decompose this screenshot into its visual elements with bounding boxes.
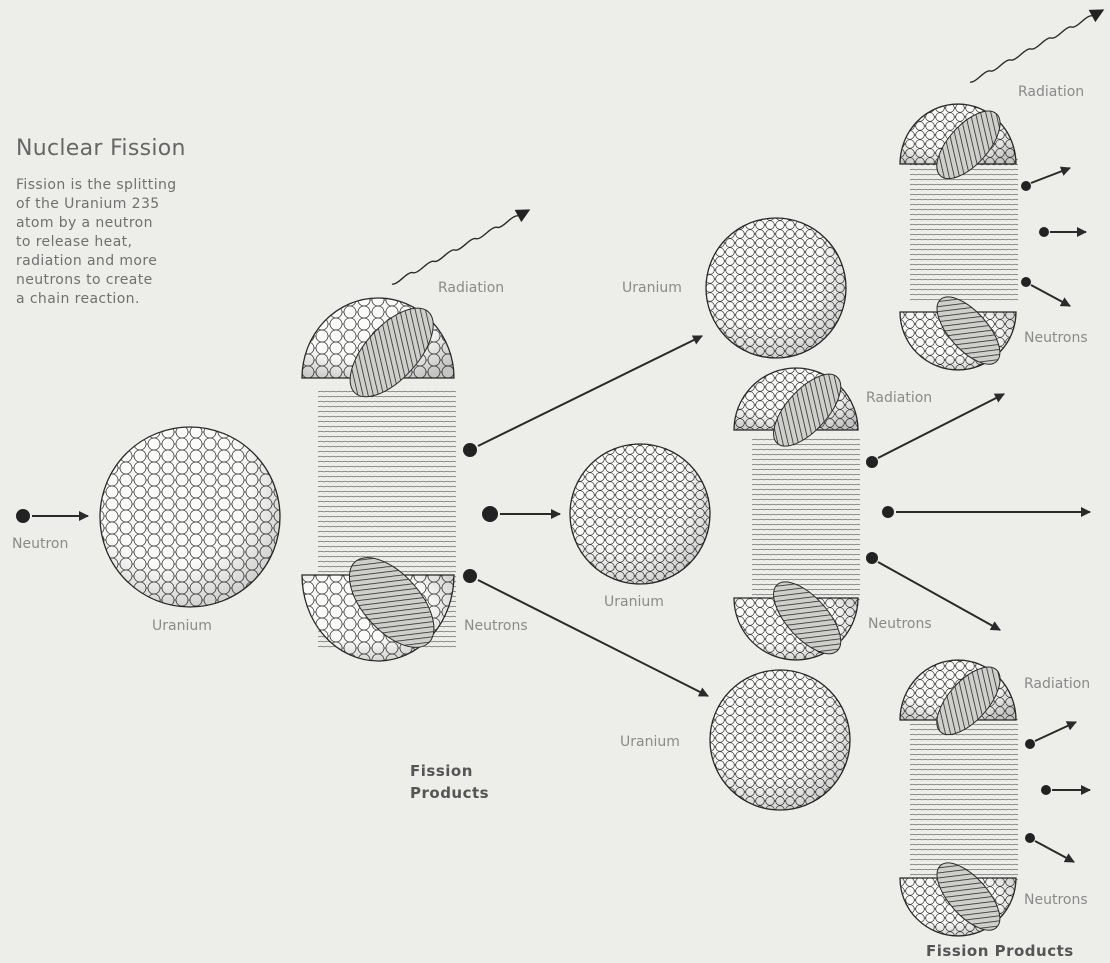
neutron-icon-3b (1039, 227, 1049, 237)
fission-half-top-2 (734, 363, 858, 457)
radiation-icon-1 (392, 203, 534, 284)
fission-half-bottom-4 (900, 853, 1016, 941)
neutron-icon-3a (1021, 181, 1031, 191)
arrow-neutron-3c (1031, 285, 1070, 306)
neutron-icon-2b (882, 506, 894, 518)
label-uranium-middle: Uranium (604, 594, 664, 610)
arrow-neutron-4a (1035, 722, 1076, 741)
label-radiation-4: Radiation (1024, 676, 1090, 692)
label-fission-products-bottom: Fission Products (926, 940, 1074, 962)
fission-half-top-4 (900, 657, 1016, 746)
uranium-sphere-initial (100, 427, 280, 607)
label-neutrons-2: Neutrons (868, 616, 932, 632)
label-radiation-1: Radiation (438, 280, 504, 296)
neutron-icon-4b (1041, 785, 1051, 795)
neutron-icon-3c (1021, 277, 1031, 287)
label-fission-products-center: Fission Products (410, 760, 489, 804)
arrow-neutron-3a (1031, 168, 1070, 183)
neutron-icon-1c (463, 569, 477, 583)
label-uranium-initial: Uranium (152, 618, 212, 634)
label-uranium-top: Uranium (622, 280, 682, 296)
label-radiation-3: Radiation (1018, 84, 1084, 100)
radiation-icon-3 (970, 3, 1108, 82)
arrow-neutron-1c (478, 580, 708, 696)
fission-half-top-3 (900, 101, 1016, 190)
neutron-icon-2c (866, 552, 878, 564)
fission-waves-3 (910, 159, 1018, 300)
arrow-neutron-4c (1035, 841, 1074, 862)
fission-half-bottom-1 (302, 543, 454, 662)
diagram-description: Fission is the splitting of the Uranium … (16, 176, 261, 309)
uranium-sphere-bottom (710, 670, 850, 810)
label-uranium-bottom: Uranium (620, 734, 680, 750)
neutron-icon-2a (866, 456, 878, 468)
neutron-icon-4c (1025, 833, 1035, 843)
uranium-sphere-top (706, 218, 846, 358)
label-neutrons-4: Neutrons (1024, 892, 1088, 908)
diagram-title: Nuclear Fission (16, 136, 186, 161)
label-neutrons-1: Neutrons (464, 618, 528, 634)
neutron-icon-1b (482, 506, 498, 522)
uranium-sphere-middle (570, 444, 710, 584)
label-neutron: Neutron (12, 536, 68, 552)
label-neutrons-3: Neutrons (1024, 330, 1088, 346)
fission-half-top-1 (302, 294, 454, 411)
label-radiation-2: Radiation (866, 390, 932, 406)
arrow-neutron-1a (478, 336, 702, 446)
fission-half-bottom-3 (900, 287, 1016, 375)
fission-waves-4 (910, 719, 1018, 880)
fission-waves-2 (752, 439, 860, 600)
neutron-icon-1a (463, 443, 477, 457)
neutron-icon-4a (1025, 739, 1035, 749)
neutron-icon (16, 509, 30, 523)
